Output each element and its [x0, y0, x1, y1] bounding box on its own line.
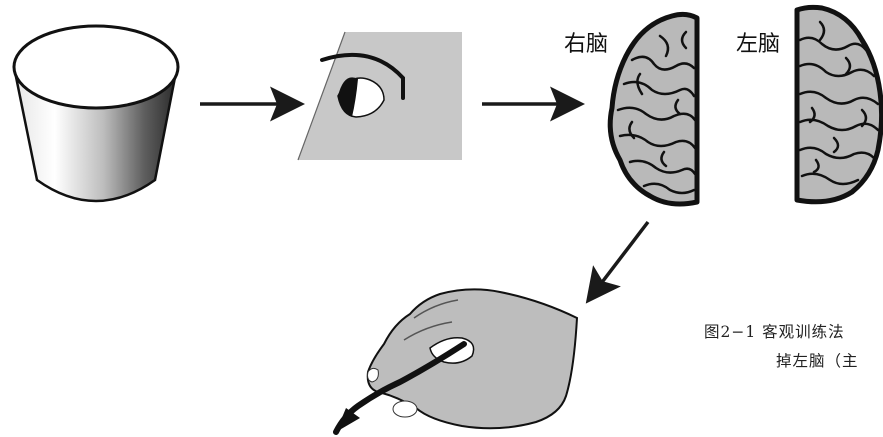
cup-object	[14, 26, 178, 201]
drawing-hand	[336, 289, 577, 432]
left-brain-label: 左脑	[736, 32, 780, 57]
left-brain-hemisphere	[797, 7, 882, 201]
right-brain-hemisphere	[610, 14, 697, 204]
figure-caption-line2: 掉左脑（主	[776, 352, 859, 370]
arrow-brain-to-hand	[590, 222, 648, 298]
right-brain-label: 右脑	[564, 32, 608, 57]
figure-caption-line1: 图2−1 客观训练法	[704, 323, 845, 341]
eye-viewer	[298, 32, 462, 160]
